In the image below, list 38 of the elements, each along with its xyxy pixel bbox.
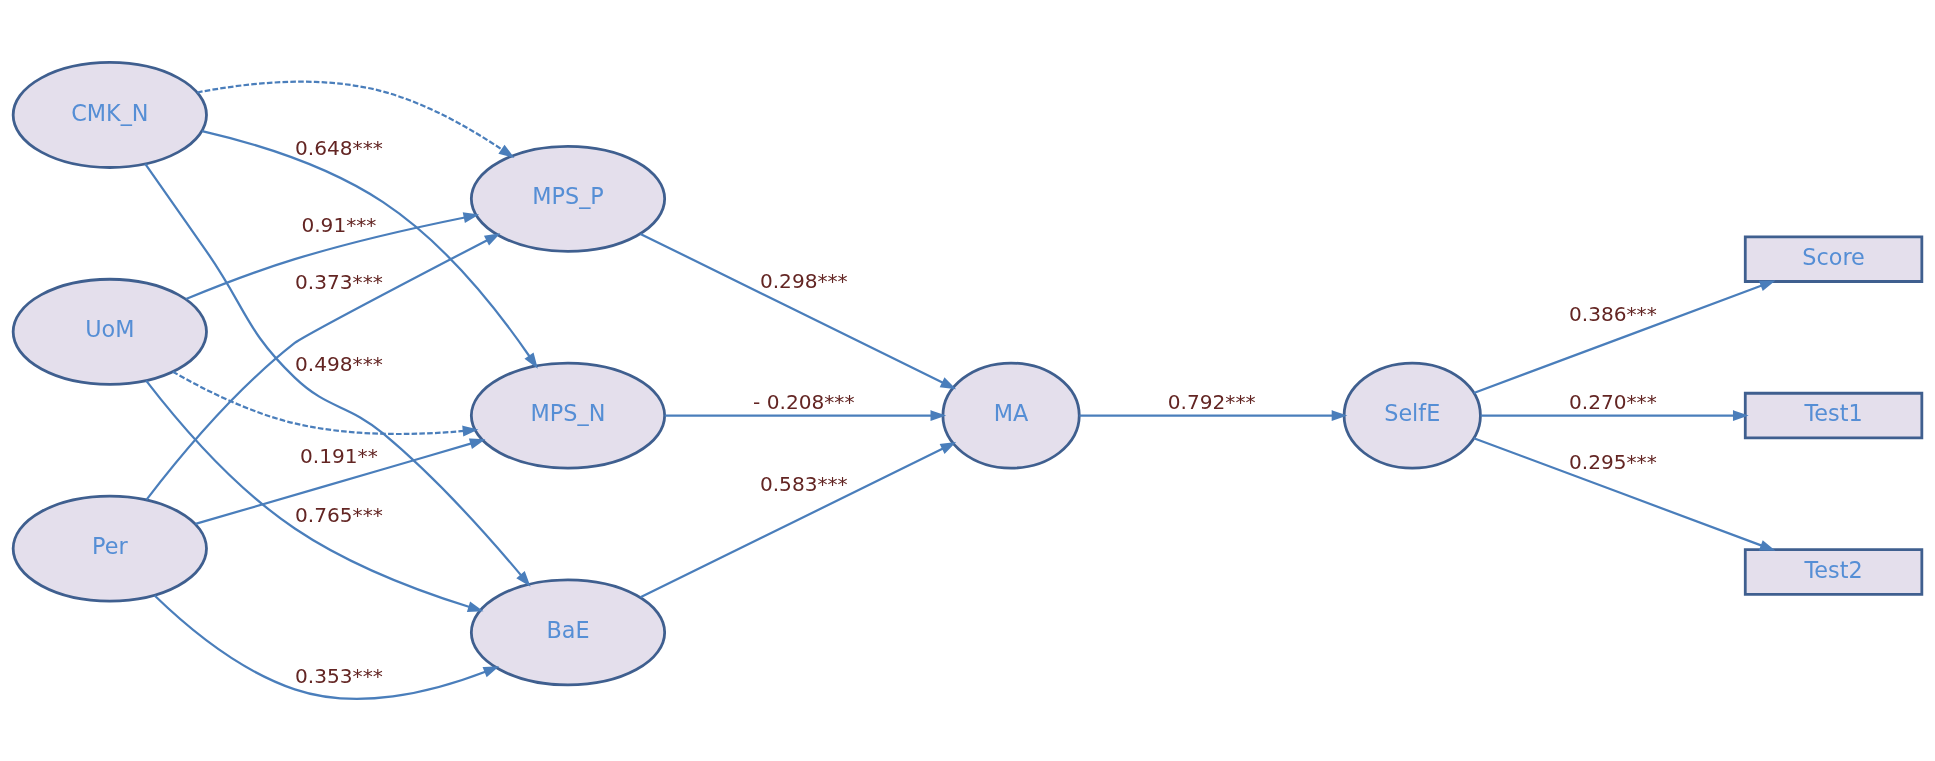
node-ellipse: CMK_N — [11, 60, 208, 169]
edge-label: 0.353*** — [295, 663, 383, 688]
arrow — [172, 370, 479, 437]
arrow — [144, 162, 531, 587]
arrow — [1473, 279, 1776, 394]
edge-label: 0.765*** — [295, 502, 383, 527]
edge-label: 0.373*** — [295, 269, 383, 294]
node-ellipse: BaE — [469, 577, 667, 686]
node-box: Score — [1743, 234, 1924, 283]
edge-label: 0.191** — [300, 443, 378, 468]
arrow — [1079, 409, 1348, 421]
node-ellipse: UoM — [11, 277, 208, 386]
edge-label: 0.386*** — [1568, 301, 1657, 326]
arrow — [664, 409, 947, 421]
node-box: Test1 — [1743, 391, 1924, 439]
arrow — [185, 211, 480, 300]
edge-label: 0.792*** — [1167, 389, 1256, 414]
arrow — [1480, 409, 1749, 421]
edge-label: 0.498*** — [295, 351, 383, 376]
arrow — [639, 232, 957, 389]
edge-label: 0.648*** — [295, 135, 383, 160]
arrow — [1473, 436, 1776, 551]
edge-label: 0.270*** — [1568, 389, 1657, 414]
arrow — [201, 129, 538, 369]
arrow — [639, 441, 957, 598]
arrow — [195, 438, 486, 525]
arrow — [196, 80, 515, 158]
arrow — [145, 232, 501, 500]
node-ellipse: Per — [11, 494, 208, 602]
node-ellipse: SelfE — [1342, 361, 1482, 469]
edge-label: - 0.208*** — [753, 389, 855, 414]
node-box: Test2 — [1743, 547, 1924, 596]
edge-label: 0.295*** — [1568, 449, 1657, 474]
edge-label: 0.583*** — [759, 471, 848, 496]
arrow — [145, 379, 484, 612]
edge-label: 0.91*** — [301, 212, 377, 237]
edge-label: 0.298*** — [759, 268, 848, 293]
arrow — [153, 594, 500, 700]
